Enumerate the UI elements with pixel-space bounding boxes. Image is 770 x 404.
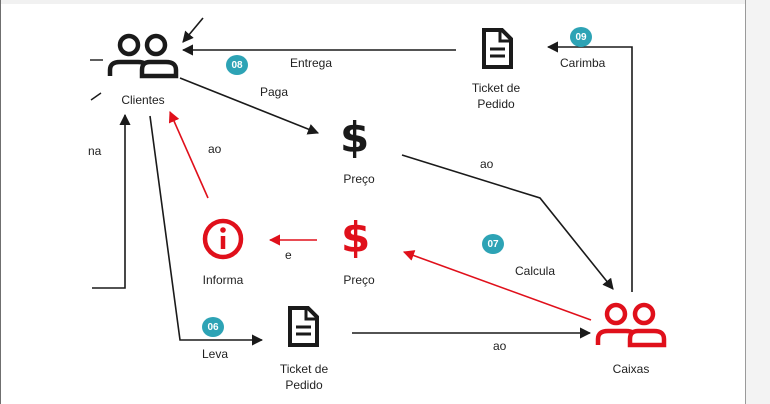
preco-red-label: Preço (343, 273, 375, 287)
ticket-top-document-icon (482, 28, 513, 69)
edge-label-ao-preco-caixas: ao (480, 157, 494, 171)
clientes-label: Clientes (121, 93, 165, 107)
ticket-bottom-document-icon (288, 306, 319, 347)
clientes-users-icon (107, 33, 179, 79)
edge-label-ao-informa: ao (208, 142, 222, 156)
edge-label-leva: Leva (202, 347, 229, 361)
ticket-bottom-label: Ticket de Pedido (279, 362, 329, 392)
arrow-calcula (402, 250, 592, 321)
arrow-carimba (546, 41, 633, 292)
informa-info-icon (202, 218, 244, 260)
edge-label-entrega: Entrega (290, 56, 333, 70)
right-edge (745, 0, 746, 404)
arrow-paga (179, 77, 320, 135)
edge-label-calcula: Calcula (515, 264, 556, 278)
step-badge-07: 07 (482, 234, 504, 254)
arrow-preco-caixas (401, 154, 614, 290)
caixas-label: Caixas (612, 362, 650, 376)
ticket-top-label: Ticket de Pedido (471, 81, 521, 111)
arrow-left-loop (92, 113, 131, 289)
informa-label: Informa (202, 273, 244, 287)
edge-label-cut-left: na (88, 144, 102, 158)
edge-label-e: e (285, 248, 292, 262)
arrow-leva (149, 115, 264, 346)
preco-top-dollar-icon: $ (340, 113, 370, 162)
step-badge-06: 06 (202, 317, 224, 337)
preco-top-label: Preço (343, 172, 375, 186)
edge-label-paga: Paga (260, 85, 289, 99)
cut-edge-line-2 (90, 92, 102, 101)
arrow-informa-clientes (168, 110, 209, 199)
top-edge (0, 0, 746, 4)
caixas-users-icon (595, 302, 667, 348)
edge-label-ao-ticket: ao (493, 339, 507, 353)
arrow-cut-top (182, 17, 204, 43)
left-edge (0, 0, 1, 404)
preco-red-dollar-icon: $ (341, 213, 371, 262)
step-badge-08: 08 (226, 55, 248, 75)
edge-label-carimba: Carimba (560, 56, 606, 70)
step-badge-09: 09 (570, 27, 592, 47)
right-strip (746, 0, 770, 404)
